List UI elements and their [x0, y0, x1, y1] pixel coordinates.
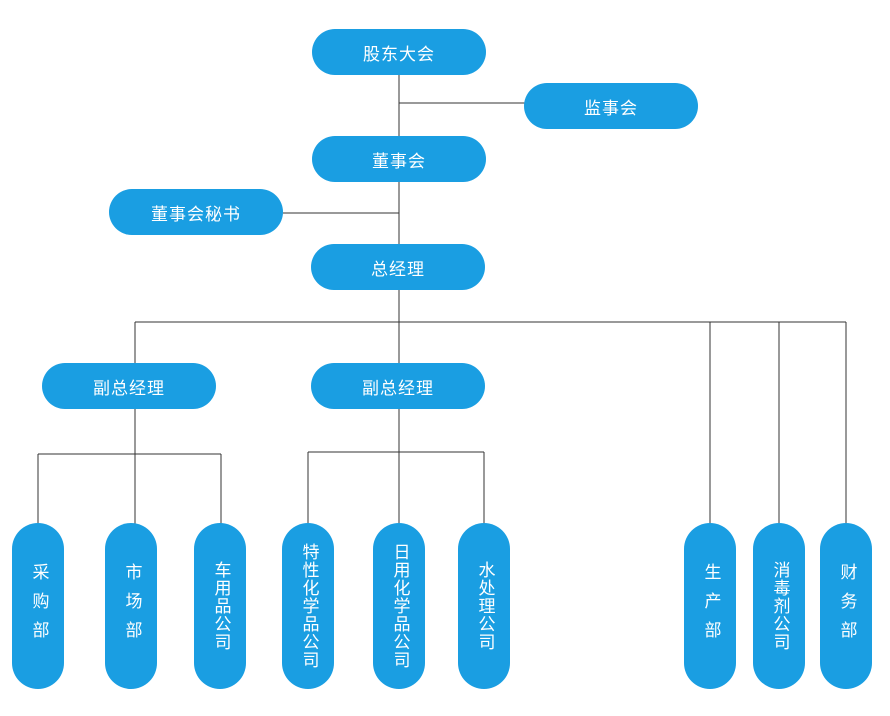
- node-shareholders: 股东大会: [312, 29, 486, 75]
- node-auto-products-label: 车用品公司: [210, 561, 231, 651]
- node-general-manager: 总经理: [311, 244, 485, 290]
- node-market: 市场部: [105, 523, 157, 689]
- node-disinfectant-label: 消毒剂公司: [769, 561, 790, 651]
- node-board: 董事会: [312, 136, 486, 182]
- node-daily-chem-label: 日用化学品公司: [389, 543, 410, 669]
- node-production-label: 生产部: [700, 562, 721, 650]
- node-water-treatment-label: 水处理公司: [474, 561, 495, 651]
- node-deputy-gm-2: 副总经理: [311, 363, 485, 409]
- node-board-secretary: 董事会秘书: [109, 189, 283, 235]
- node-finance: 财务部: [820, 523, 872, 689]
- node-water-treatment: 水处理公司: [458, 523, 510, 689]
- node-production: 生产部: [684, 523, 736, 689]
- node-procurement: 采购部: [12, 523, 64, 689]
- node-supervisors: 监事会: [524, 83, 698, 129]
- node-specialty-chem-label: 特性化学品公司: [298, 543, 319, 669]
- node-daily-chem: 日用化学品公司: [373, 523, 425, 689]
- node-disinfectant: 消毒剂公司: [753, 523, 805, 689]
- node-auto-products: 车用品公司: [194, 523, 246, 689]
- node-deputy-gm-1: 副总经理: [42, 363, 216, 409]
- node-procurement-label: 采购部: [28, 562, 49, 650]
- node-finance-label: 财务部: [836, 562, 857, 650]
- node-market-label: 市场部: [121, 562, 142, 650]
- node-specialty-chem: 特性化学品公司: [282, 523, 334, 689]
